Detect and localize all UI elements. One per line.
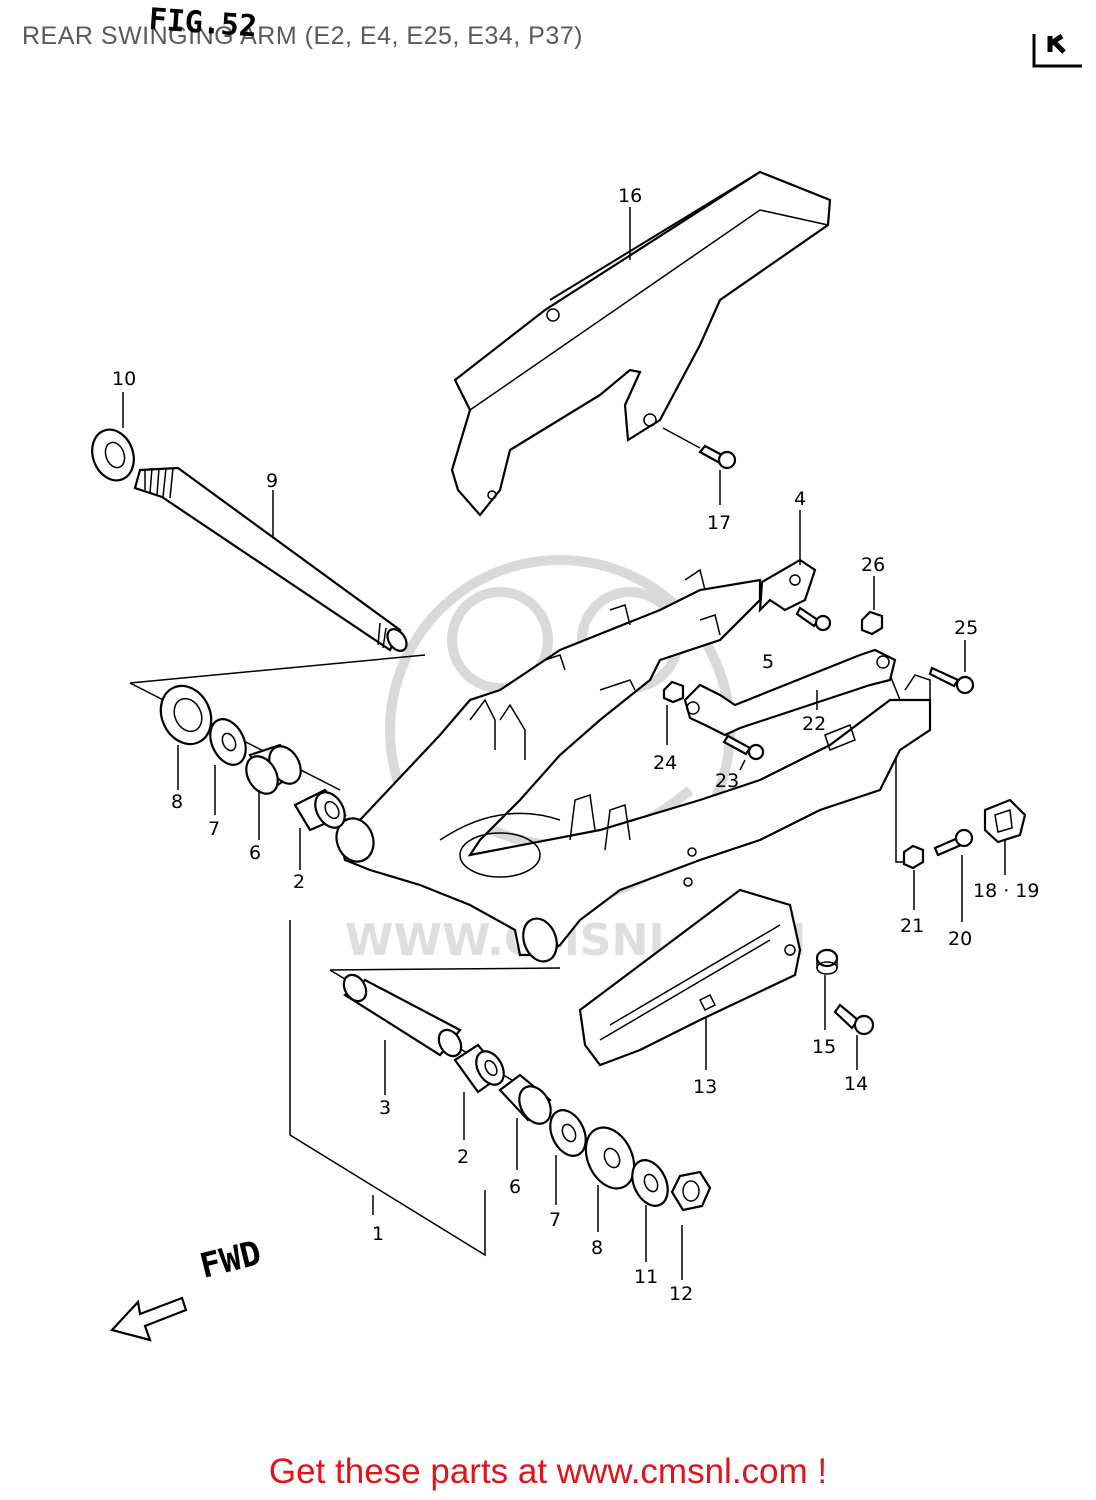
part-4-bracket (758, 558, 817, 613)
callout-23: 23 (715, 770, 739, 792)
part-25-bolt (928, 666, 975, 695)
callout-7-upper: 7 (208, 818, 220, 840)
footer-shop-link[interactable]: Get these parts at www.cmsnl.com ! (268, 1452, 828, 1491)
callout-6-upper: 6 (249, 842, 261, 864)
part-1-swing-arm (335, 568, 932, 963)
part-11-washer (631, 1159, 669, 1207)
part-6-collar-lower (498, 1073, 552, 1125)
callout-8-lower: 8 (591, 1237, 603, 1259)
part-17-screw (662, 427, 737, 470)
callout-5: 5 (762, 651, 774, 673)
callout-22: 22 (802, 713, 826, 735)
part-13-chain-buffer (578, 888, 802, 1067)
part-2-bearing-lower (453, 1043, 505, 1094)
callout-6-lower: 6 (509, 1176, 521, 1198)
part-6-collar-upper (245, 743, 302, 795)
part-23-bolt (722, 734, 765, 761)
part-18-19-cushion (983, 798, 1027, 844)
callout-15: 15 (812, 1036, 836, 1058)
part-7-washer-lower (549, 1109, 587, 1157)
callout-7-lower: 7 (549, 1209, 561, 1231)
part-10-nut (91, 428, 135, 482)
callout-9: 9 (266, 470, 278, 492)
callout-labels: 1 2 2 3 4 5 6 6 7 7 8 8 9 10 11 12 13 14… (112, 185, 1039, 1305)
part-9-pivot-shaft (133, 466, 408, 652)
part-3-spacer (342, 973, 463, 1058)
part-24-nut (662, 680, 685, 704)
part-21-nut (902, 844, 925, 870)
callout-12: 12 (669, 1283, 693, 1305)
callout-26: 26 (861, 554, 885, 576)
callout-21: 21 (900, 915, 924, 937)
callout-13: 13 (693, 1076, 717, 1098)
callout-1: 1 (372, 1223, 384, 1245)
part-5-bolt (795, 606, 832, 632)
callout-2-upper: 2 (293, 871, 305, 893)
callout-4: 4 (794, 488, 806, 510)
part-7-washer-upper (209, 718, 247, 766)
part-15-collar (815, 948, 839, 975)
part-16-chain-case (450, 170, 832, 517)
callout-17: 17 (707, 512, 731, 534)
part-26-nut (860, 610, 884, 636)
callout-10: 10 (112, 368, 136, 390)
callout-14: 14 (844, 1073, 868, 1095)
callout-leaders (122, 207, 1006, 1280)
part-22-torque-link (683, 648, 897, 737)
callout-24: 24 (653, 752, 677, 774)
part-12-nut (670, 1170, 712, 1212)
forward-arrow-icon (109, 1296, 188, 1342)
part-14-bolt (833, 1003, 875, 1036)
callout-16: 16 (618, 185, 642, 207)
callout-11: 11 (634, 1266, 658, 1288)
page-title: REAR SWINGING ARM (E2, E4, E25, E34, P37… (22, 22, 583, 50)
part-2-bearing-upper (293, 788, 347, 832)
callout-2-lower: 2 (457, 1146, 469, 1168)
callout-20: 20 (948, 928, 972, 950)
part-8-dust-seal-lower (584, 1126, 636, 1190)
callout-8-upper: 8 (171, 791, 183, 813)
callout-18-19: 18 · 19 (973, 880, 1039, 902)
callout-3: 3 (379, 1097, 391, 1119)
part-20-bolt (933, 828, 974, 857)
corner-mark-icon (1032, 33, 1082, 68)
part-8-dust-seal-upper (159, 684, 213, 746)
callout-25: 25 (954, 617, 978, 639)
